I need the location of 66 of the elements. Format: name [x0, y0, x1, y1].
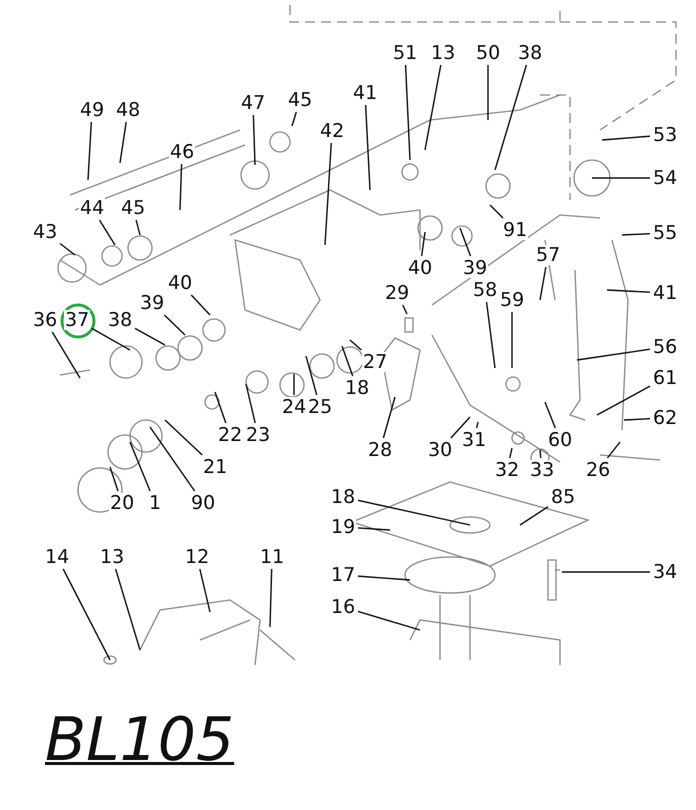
- callout-number: 91: [502, 220, 528, 240]
- leader-line: [509, 448, 513, 458]
- leader-line: [382, 396, 396, 438]
- leader-line: [87, 122, 92, 180]
- leader-line: [606, 442, 621, 458]
- leader-line: [487, 65, 489, 120]
- leader-line: [164, 314, 186, 336]
- leader-line: [511, 312, 513, 368]
- leader-line: [358, 527, 390, 531]
- leader-line: [562, 571, 650, 573]
- leader-line: [520, 506, 548, 526]
- leader-line: [164, 419, 203, 456]
- leader-line: [119, 122, 127, 164]
- leader-line: [622, 233, 650, 236]
- leader-line: [269, 568, 272, 628]
- leader-line: [539, 450, 542, 458]
- leader-line: [135, 220, 141, 236]
- leader-line: [476, 422, 479, 428]
- leader-line: [190, 294, 211, 316]
- leader-line: [424, 64, 442, 150]
- leader-line: [214, 392, 226, 424]
- leader-line: [149, 426, 196, 492]
- leader-line: [420, 232, 426, 256]
- leader-line: [596, 386, 650, 416]
- leader-line: [114, 568, 141, 650]
- leader-line: [324, 142, 332, 246]
- leader-line: [402, 304, 408, 314]
- leader-line: [293, 374, 295, 395]
- callout-number: 37: [64, 310, 90, 330]
- leader-line: [358, 575, 410, 581]
- leader-line: [62, 568, 111, 660]
- leader-line: [129, 442, 151, 492]
- leader-line: [450, 416, 471, 438]
- leader-line: [576, 348, 650, 361]
- leader-line: [602, 136, 650, 141]
- leader-line: [404, 64, 411, 160]
- leader-line: [179, 164, 182, 210]
- leader-line: [52, 332, 81, 378]
- callout-number: 20: [109, 493, 136, 513]
- leader-line: [544, 402, 556, 428]
- leader-line: [592, 177, 650, 179]
- leader-line: [199, 568, 211, 612]
- leader-line: [364, 104, 371, 190]
- leader-line: [494, 64, 528, 170]
- leader-line: [350, 339, 362, 351]
- leader-line: [490, 204, 504, 218]
- callout-number: 27: [362, 352, 388, 372]
- leader-line: [539, 266, 547, 300]
- leader-line: [291, 112, 297, 126]
- callout-number: 39: [462, 258, 488, 278]
- leader-line: [92, 328, 130, 351]
- leader-line: [305, 356, 318, 396]
- leader-line: [486, 302, 496, 368]
- leader-line: [245, 384, 256, 424]
- title: BL105: [45, 708, 234, 772]
- callout-number: 57: [535, 245, 562, 265]
- leader-line: [109, 466, 119, 492]
- leader-line: [358, 500, 470, 526]
- leader-line: [134, 328, 166, 346]
- leader-line: [606, 289, 650, 293]
- leader-line: [252, 114, 256, 166]
- leader-line: [60, 242, 76, 256]
- leader-line: [624, 418, 650, 421]
- leader-line: [358, 610, 420, 631]
- leader-line: [98, 220, 116, 246]
- leader-line: [459, 228, 472, 256]
